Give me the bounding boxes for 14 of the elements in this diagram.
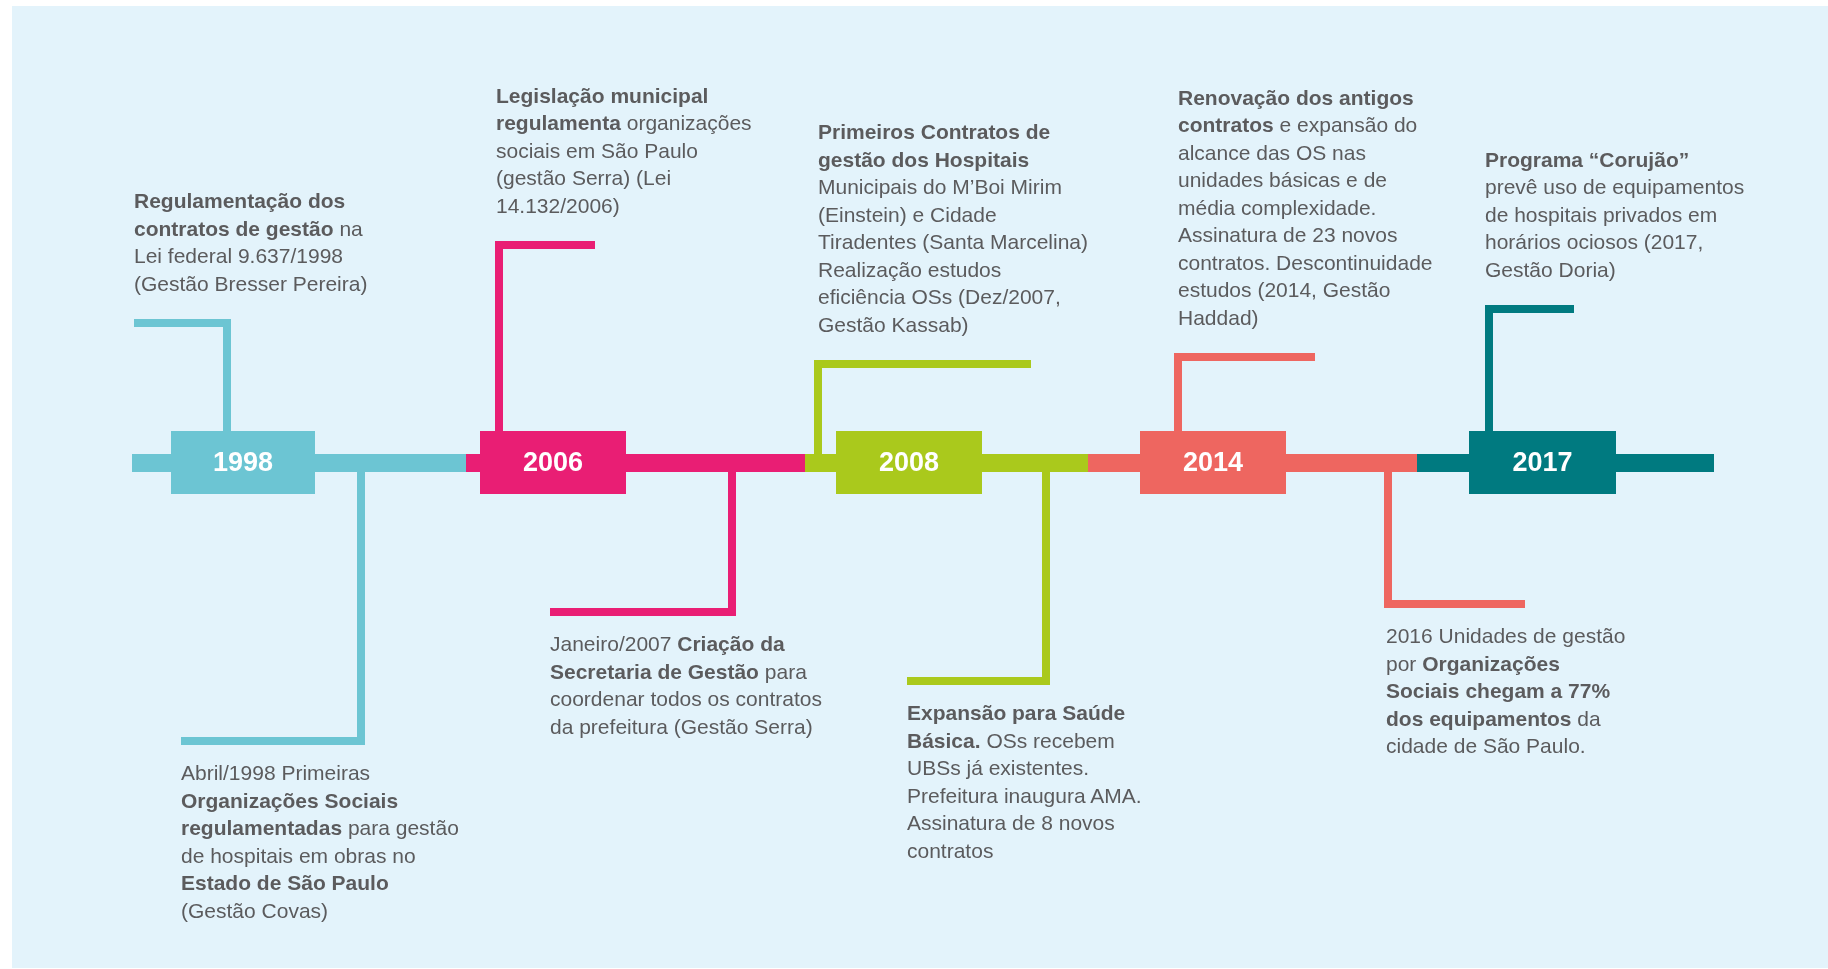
event-description: Abril/1998 Primeiras Organizações Sociais regulamentadas para gestão de hospitais em obras no Estado de São Paulo (Gestão Covas) (181, 745, 466, 924)
event-description: Expansão para Saúde Básica. OSs recebem UBSs já existentes. Prefeitura inaugura AMA. Assinatura de 8 novos contratos (907, 685, 1172, 864)
event-description: Janeiro/2007 Criação da Secretaria de Gestão para coordenar todos os contratos da prefeitura (Gestão Serra) (550, 616, 822, 740)
year-box: 2008 (836, 431, 982, 494)
year-box: 2014 (1140, 431, 1286, 494)
event-description: Programa “Corujão” prevê uso de equipamentos de hospitais privados em horários ociosos (2017, Gestão Doria) (1485, 145, 1747, 305)
event-description: Regulamentação dos contratos de gestão na Lei federal 9.637/1998 (Gestão Bresser Pereira) (134, 187, 384, 319)
year-box: 2017 (1469, 431, 1616, 494)
event-description: Renovação dos antigos contratos e expansão do alcance das OS nas unidades básicas e de média complexidade. Assinatura de 23 novos contratos. Descontinuidade estudos (2014, Gestão Haddad) (1178, 83, 1434, 353)
year-box: 2006 (480, 431, 626, 494)
year-box: 1998 (171, 431, 315, 494)
event-description: Primeiros Contratos de gestão dos Hospitais Municipais do M’Boi Mirim (Einstein) e Cidade Tiradentes (Santa Marcelina) Realização estudos eficiência OSs (Dez/2007, Gestão Kassab) (818, 118, 1094, 360)
event-description: 2016 Unidades de gestão por Organizações Sociais chegam a 77% dos equipamentos da cidade de São Paulo. (1386, 608, 1638, 760)
event-description: Legislação municipal regulamenta organizações sociais em São Paulo (gestão Serra) (Lei 14.132/2006) (496, 81, 758, 241)
